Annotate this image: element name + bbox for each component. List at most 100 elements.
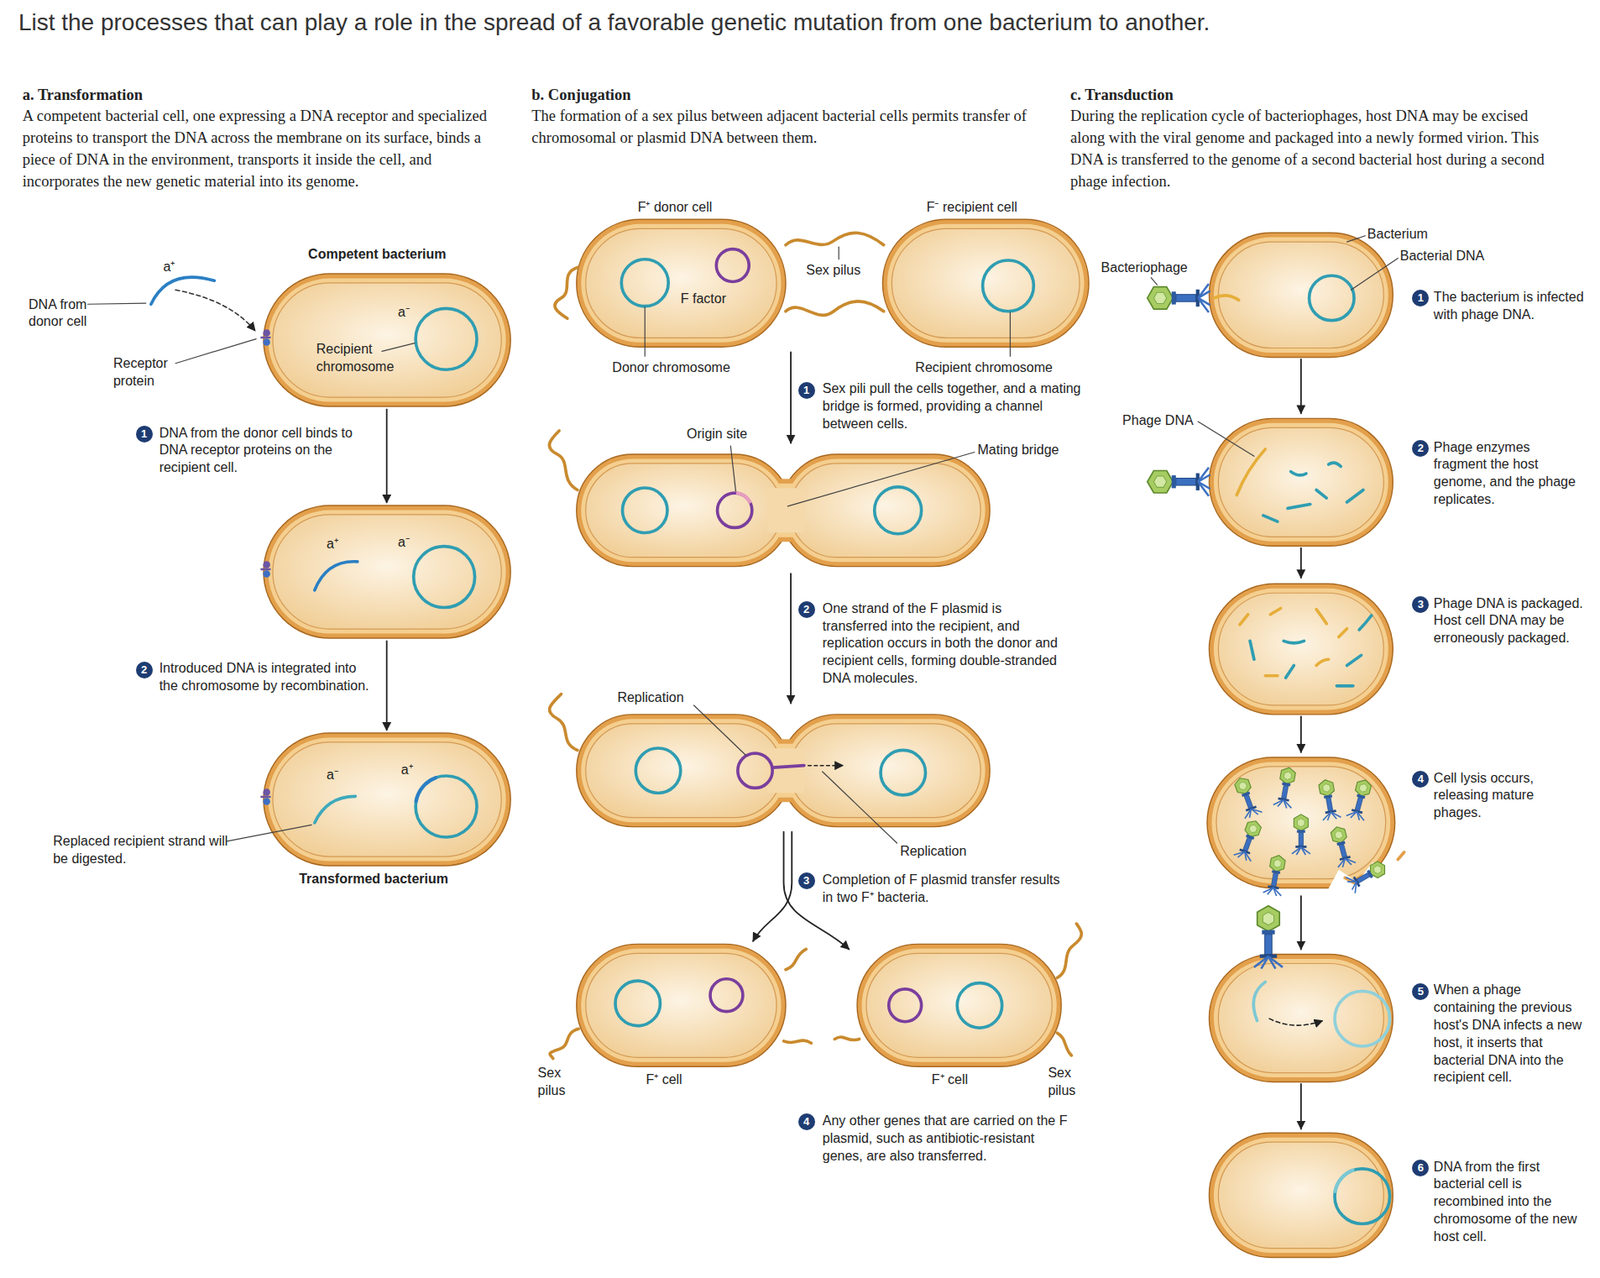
- panel-description: The formation of a sex pilus between adj…: [531, 105, 1047, 150]
- panel-description: During the replication cycle of bacterio…: [1070, 105, 1560, 194]
- illustration-g: [1231, 774, 1263, 820]
- callout-number: 1: [1411, 289, 1429, 307]
- illustration-rect: [267, 277, 506, 402]
- illustration-polygon: [1273, 858, 1282, 868]
- illustration-line: [1350, 881, 1362, 894]
- illustration-rect: [260, 336, 271, 339]
- part-label: F⁻ recipient cell: [926, 198, 1018, 217]
- panel-heading: a. Transformation: [22, 84, 143, 107]
- illustration-polygon: [1293, 814, 1308, 832]
- illustration-path: [1338, 628, 1348, 638]
- illustration-path: [549, 430, 578, 491]
- illustration-path: [1316, 489, 1327, 498]
- illustration-rect: [780, 454, 990, 567]
- illustration-rect: [789, 463, 981, 558]
- step-text: Any other genes that are carried on the …: [822, 1112, 1068, 1165]
- step-text: The bacterium is infected with phage DNA…: [1433, 288, 1585, 325]
- step-text: Completion of F plasmid transfer results…: [822, 871, 1068, 907]
- illustration-line: [1350, 810, 1358, 819]
- panel-heading: c. Transduction: [1070, 84, 1174, 107]
- step-text: DNA from the donor cell binds to DNA rec…: [159, 424, 379, 477]
- illustration-polygon: [1243, 818, 1263, 839]
- illustration-line: [1354, 810, 1366, 821]
- illustration-g: [1233, 817, 1265, 863]
- illustration-polygon: [1283, 770, 1292, 780]
- callout-number: 5: [1411, 983, 1429, 1000]
- bacterium-cell: Competent bacteriuma⁻Recipient chromosom…: [263, 273, 511, 407]
- step-text: When a phage containing the previous hos…: [1433, 981, 1585, 1087]
- illustration-g: [1291, 814, 1311, 855]
- illustration-rect: [1244, 794, 1253, 808]
- illustration-rect: [576, 943, 786, 1067]
- illustration-rect: [1281, 784, 1289, 799]
- illustration-circle: [262, 788, 271, 796]
- illustration-circle: [717, 492, 753, 528]
- part-label: F⁺ cell: [931, 1071, 968, 1089]
- cell-outline: [263, 273, 511, 407]
- illustration-path: [226, 824, 312, 841]
- illustration-polygon: [1153, 475, 1167, 487]
- illustration-line: [1344, 856, 1356, 866]
- illustration-rect: [1208, 583, 1393, 715]
- illustration-rect: [1296, 829, 1306, 832]
- illustration-rect: [1208, 418, 1393, 546]
- illustration-path: [1316, 609, 1327, 624]
- illustration-circle: [1309, 275, 1355, 320]
- part-label: Mating bridge: [977, 441, 1060, 460]
- illustration-circle: [622, 487, 667, 533]
- illustration-g: [1316, 778, 1342, 821]
- illustration-line: [1277, 798, 1284, 807]
- illustration-polygon: [1262, 911, 1274, 925]
- part-label: Donor chromosome: [611, 359, 731, 377]
- illustration-path: [1236, 449, 1266, 496]
- illustration-path: [1150, 277, 1157, 286]
- illustration-circle: [1334, 990, 1391, 1046]
- illustration-rect: [272, 282, 502, 398]
- illustration-line: [1271, 887, 1282, 896]
- illustration-rect: [580, 948, 781, 1062]
- illustration-rect: [260, 567, 271, 570]
- illustration-rect: [1265, 934, 1273, 955]
- illustration-rect: [891, 228, 1080, 338]
- illustration-circle: [615, 980, 660, 1025]
- illustration-polygon: [1238, 780, 1248, 791]
- illustration-rect: [1213, 237, 1389, 353]
- illustration-path: [1283, 640, 1304, 643]
- illustration-circle: [262, 329, 271, 337]
- illustration-path: [1056, 1032, 1072, 1056]
- illustration-path: [1300, 716, 1302, 753]
- illustration-polygon: [1359, 783, 1369, 794]
- illustration-line: [1197, 481, 1210, 490]
- cell-label: a⁻: [326, 766, 339, 785]
- cell-outline: [263, 505, 511, 638]
- illustration-rect: [580, 718, 786, 822]
- cell-outline: [263, 732, 511, 866]
- illustration-rect: [1354, 796, 1363, 811]
- panel-description: A competent bacterial cell, one expressi…: [22, 105, 513, 194]
- illustration-line: [1237, 849, 1245, 859]
- illustration-line: [1349, 881, 1360, 889]
- illustration-rect: [1356, 872, 1370, 883]
- illustration-polygon: [1147, 470, 1174, 493]
- part-label: Sex pilus: [805, 261, 861, 280]
- illustration-rect: [1218, 592, 1384, 706]
- illustration-path: [554, 266, 578, 319]
- illustration-rect: [767, 478, 805, 542]
- illustration-rect: [580, 224, 781, 343]
- cell-heading: Competent bacterium: [308, 245, 446, 264]
- illustration-line: [1268, 956, 1283, 968]
- illustration-polygon: [1248, 823, 1258, 834]
- callout-number: 2: [135, 661, 153, 679]
- illustration-path: [1286, 665, 1295, 679]
- bacterium-cell: a⁺a⁻: [263, 505, 511, 638]
- illustration-path: [1328, 462, 1342, 466]
- step-text: Introduced DNA is integrated into the ch…: [159, 659, 379, 696]
- part-label: Sex pilus: [1047, 1064, 1091, 1100]
- illustration-path: [808, 764, 843, 767]
- step-text: Phage enzymes fragment the host genome, …: [1433, 439, 1585, 509]
- illustration-path: [1056, 923, 1082, 978]
- illustration-path: [1253, 981, 1266, 1020]
- illustration-rect: [585, 952, 777, 1057]
- illustration-line: [1282, 799, 1293, 808]
